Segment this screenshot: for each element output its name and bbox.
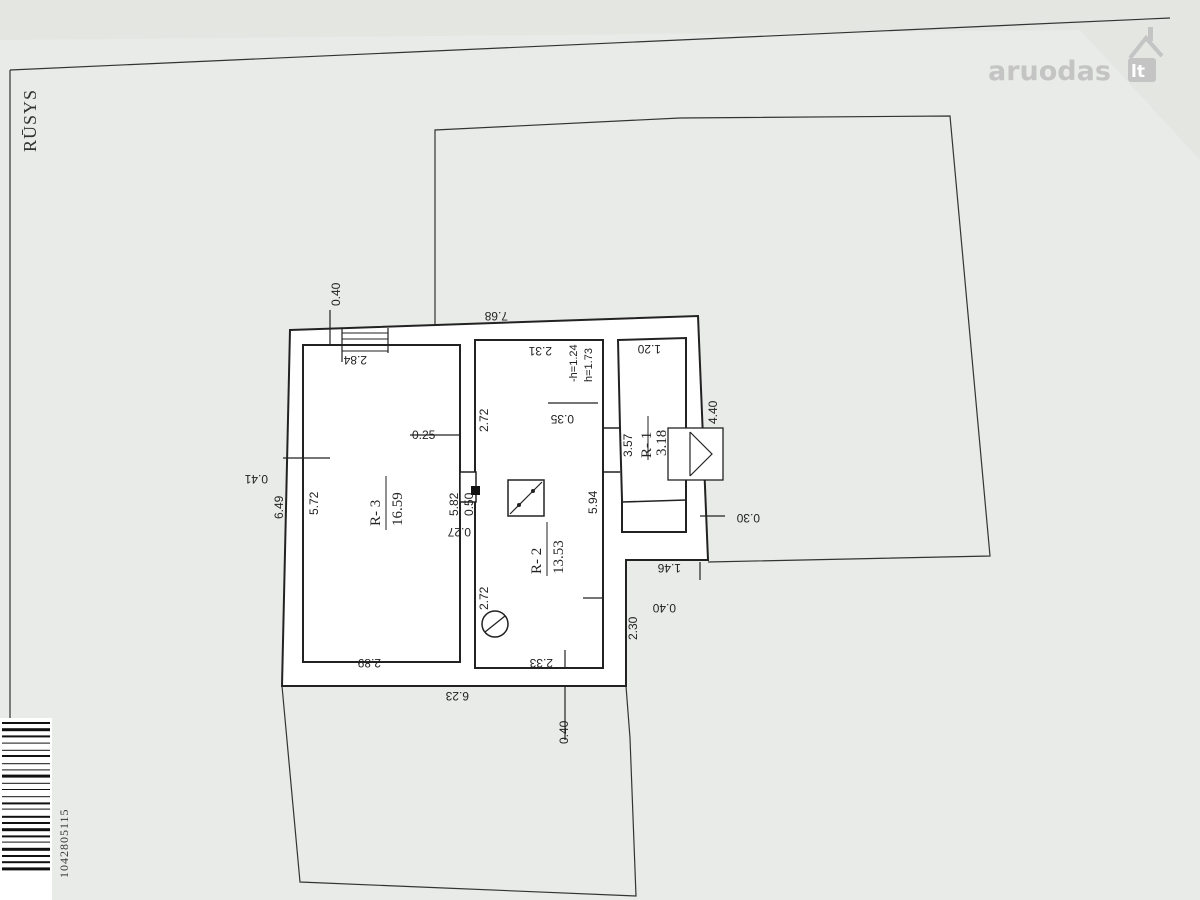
barcode-bar: [2, 828, 50, 832]
dimension-ticks: [283, 310, 725, 740]
barcode-bar: [2, 855, 50, 857]
barcode-bar: [2, 796, 50, 798]
hatch-arrow-icon: [689, 431, 713, 477]
r1-step-line: [621, 499, 687, 503]
dim-inner-width-r3-bottom: 2.89: [357, 656, 381, 670]
barcode-bar: [2, 722, 50, 724]
dim-outer-height-r3: 6.49: [272, 495, 286, 519]
dim-outer-top-r3: 0.41: [244, 472, 268, 486]
barcode-bar: [2, 802, 50, 805]
barcode-bar: [2, 735, 50, 738]
dim-step-depth: 2.30: [626, 616, 640, 640]
room-r2-outline: [474, 339, 604, 669]
dim-chimney-a: 0.50: [462, 492, 476, 516]
barcode-bar: [2, 815, 50, 818]
dim-r1-outer: 4.40: [706, 400, 720, 424]
barcode-bar: [2, 861, 50, 864]
house-chimney-icon: [1148, 27, 1153, 41]
dim-headroom-a: -h=1.24: [568, 344, 580, 382]
hatch-box: [667, 427, 724, 481]
barcode-bar: [2, 835, 50, 838]
barcode-bar: [2, 841, 50, 843]
room-r3-outline: [302, 344, 461, 663]
barcode-bar: [2, 763, 50, 765]
dim-partition-r3-r2: 0.25: [412, 428, 436, 442]
serial-number: 1042805115: [57, 808, 71, 878]
paper-upper-fold: [0, 0, 1200, 160]
dim-bottom-wall: 0.40: [557, 720, 571, 744]
dim-r2-width-top: 2.31: [528, 344, 552, 358]
dim-step-wall: 0.40: [652, 601, 676, 615]
barcode-bar: [2, 782, 50, 784]
dim-headroom-b: h=1.73: [583, 348, 595, 382]
house-roof-icon: [1128, 34, 1164, 60]
dim-partition-height: 5.82: [447, 492, 461, 516]
barcode-bar: [2, 755, 50, 757]
frame-top-line: [9, 17, 1171, 71]
dim-r2-opening: 0.35: [550, 412, 574, 426]
barcode-bar: [2, 847, 50, 851]
barcode-bar: [2, 769, 50, 771]
dim-r2-height: 5.94: [586, 490, 600, 514]
room-r3-label: R- 3: [368, 500, 384, 526]
site-outline-lower: [281, 685, 637, 897]
aruodas-watermark: aruodas lt: [988, 27, 1164, 87]
dim-r1-width: 1.20: [637, 342, 661, 356]
room-r1-area: 3.18: [654, 430, 670, 456]
dimension-labels: 0.40 2.84 0.41 6.49 5.72 2.89 0.25 5.82 …: [244, 282, 760, 744]
watermark-brand: aruodas: [988, 56, 1111, 87]
room-r1-label: R- 1: [639, 432, 655, 458]
barcode-bar: [2, 742, 50, 744]
dim-stair-top: 0.40: [329, 282, 343, 306]
sheet-title: RŪSYS: [20, 89, 40, 152]
barcode: [0, 718, 52, 900]
dim-chimney-b: 0.27: [447, 525, 471, 539]
chimney-flue-icon: [471, 486, 480, 495]
barcode-bar: [2, 789, 50, 790]
watermark-tld: lt: [1131, 62, 1145, 82]
room-r3-area: 16.59: [390, 492, 406, 526]
barcode-bar: [2, 749, 50, 751]
room-r2-area: 13.53: [551, 540, 567, 574]
dim-total-length: 6.23: [445, 689, 469, 703]
site-outline-upper: [434, 115, 991, 563]
barcode-bar: [2, 867, 50, 871]
dim-r2-top-left: 2.72: [477, 408, 491, 432]
dim-r2-width-bottom: 2.33: [529, 656, 553, 670]
boiler-icon: [507, 479, 545, 517]
barcode-bar: [2, 774, 50, 778]
dim-r1-length: 3.57: [621, 433, 635, 457]
room-labels: R- 3 16.59 R- 2 13.53 R- 1 3.18: [368, 416, 670, 576]
watermark-tld-badge: [1128, 58, 1156, 82]
room-r2-label: R- 2: [529, 548, 545, 574]
dim-step-width: 1.46: [657, 561, 681, 575]
stair-steps: [341, 328, 389, 362]
dim-stair-width: 2.84: [343, 353, 367, 367]
barcode-bar: [2, 822, 50, 824]
dim-total-width: 7.68: [484, 309, 508, 323]
water-heater-icon: [481, 610, 509, 638]
dim-r2-bottom-left: 2.72: [477, 586, 491, 610]
barcode-bar: [2, 728, 50, 732]
barcode-bar: [2, 808, 50, 810]
dim-r1-wall: 0.30: [736, 511, 760, 525]
dim-inner-height-r3: 5.72: [307, 491, 321, 515]
